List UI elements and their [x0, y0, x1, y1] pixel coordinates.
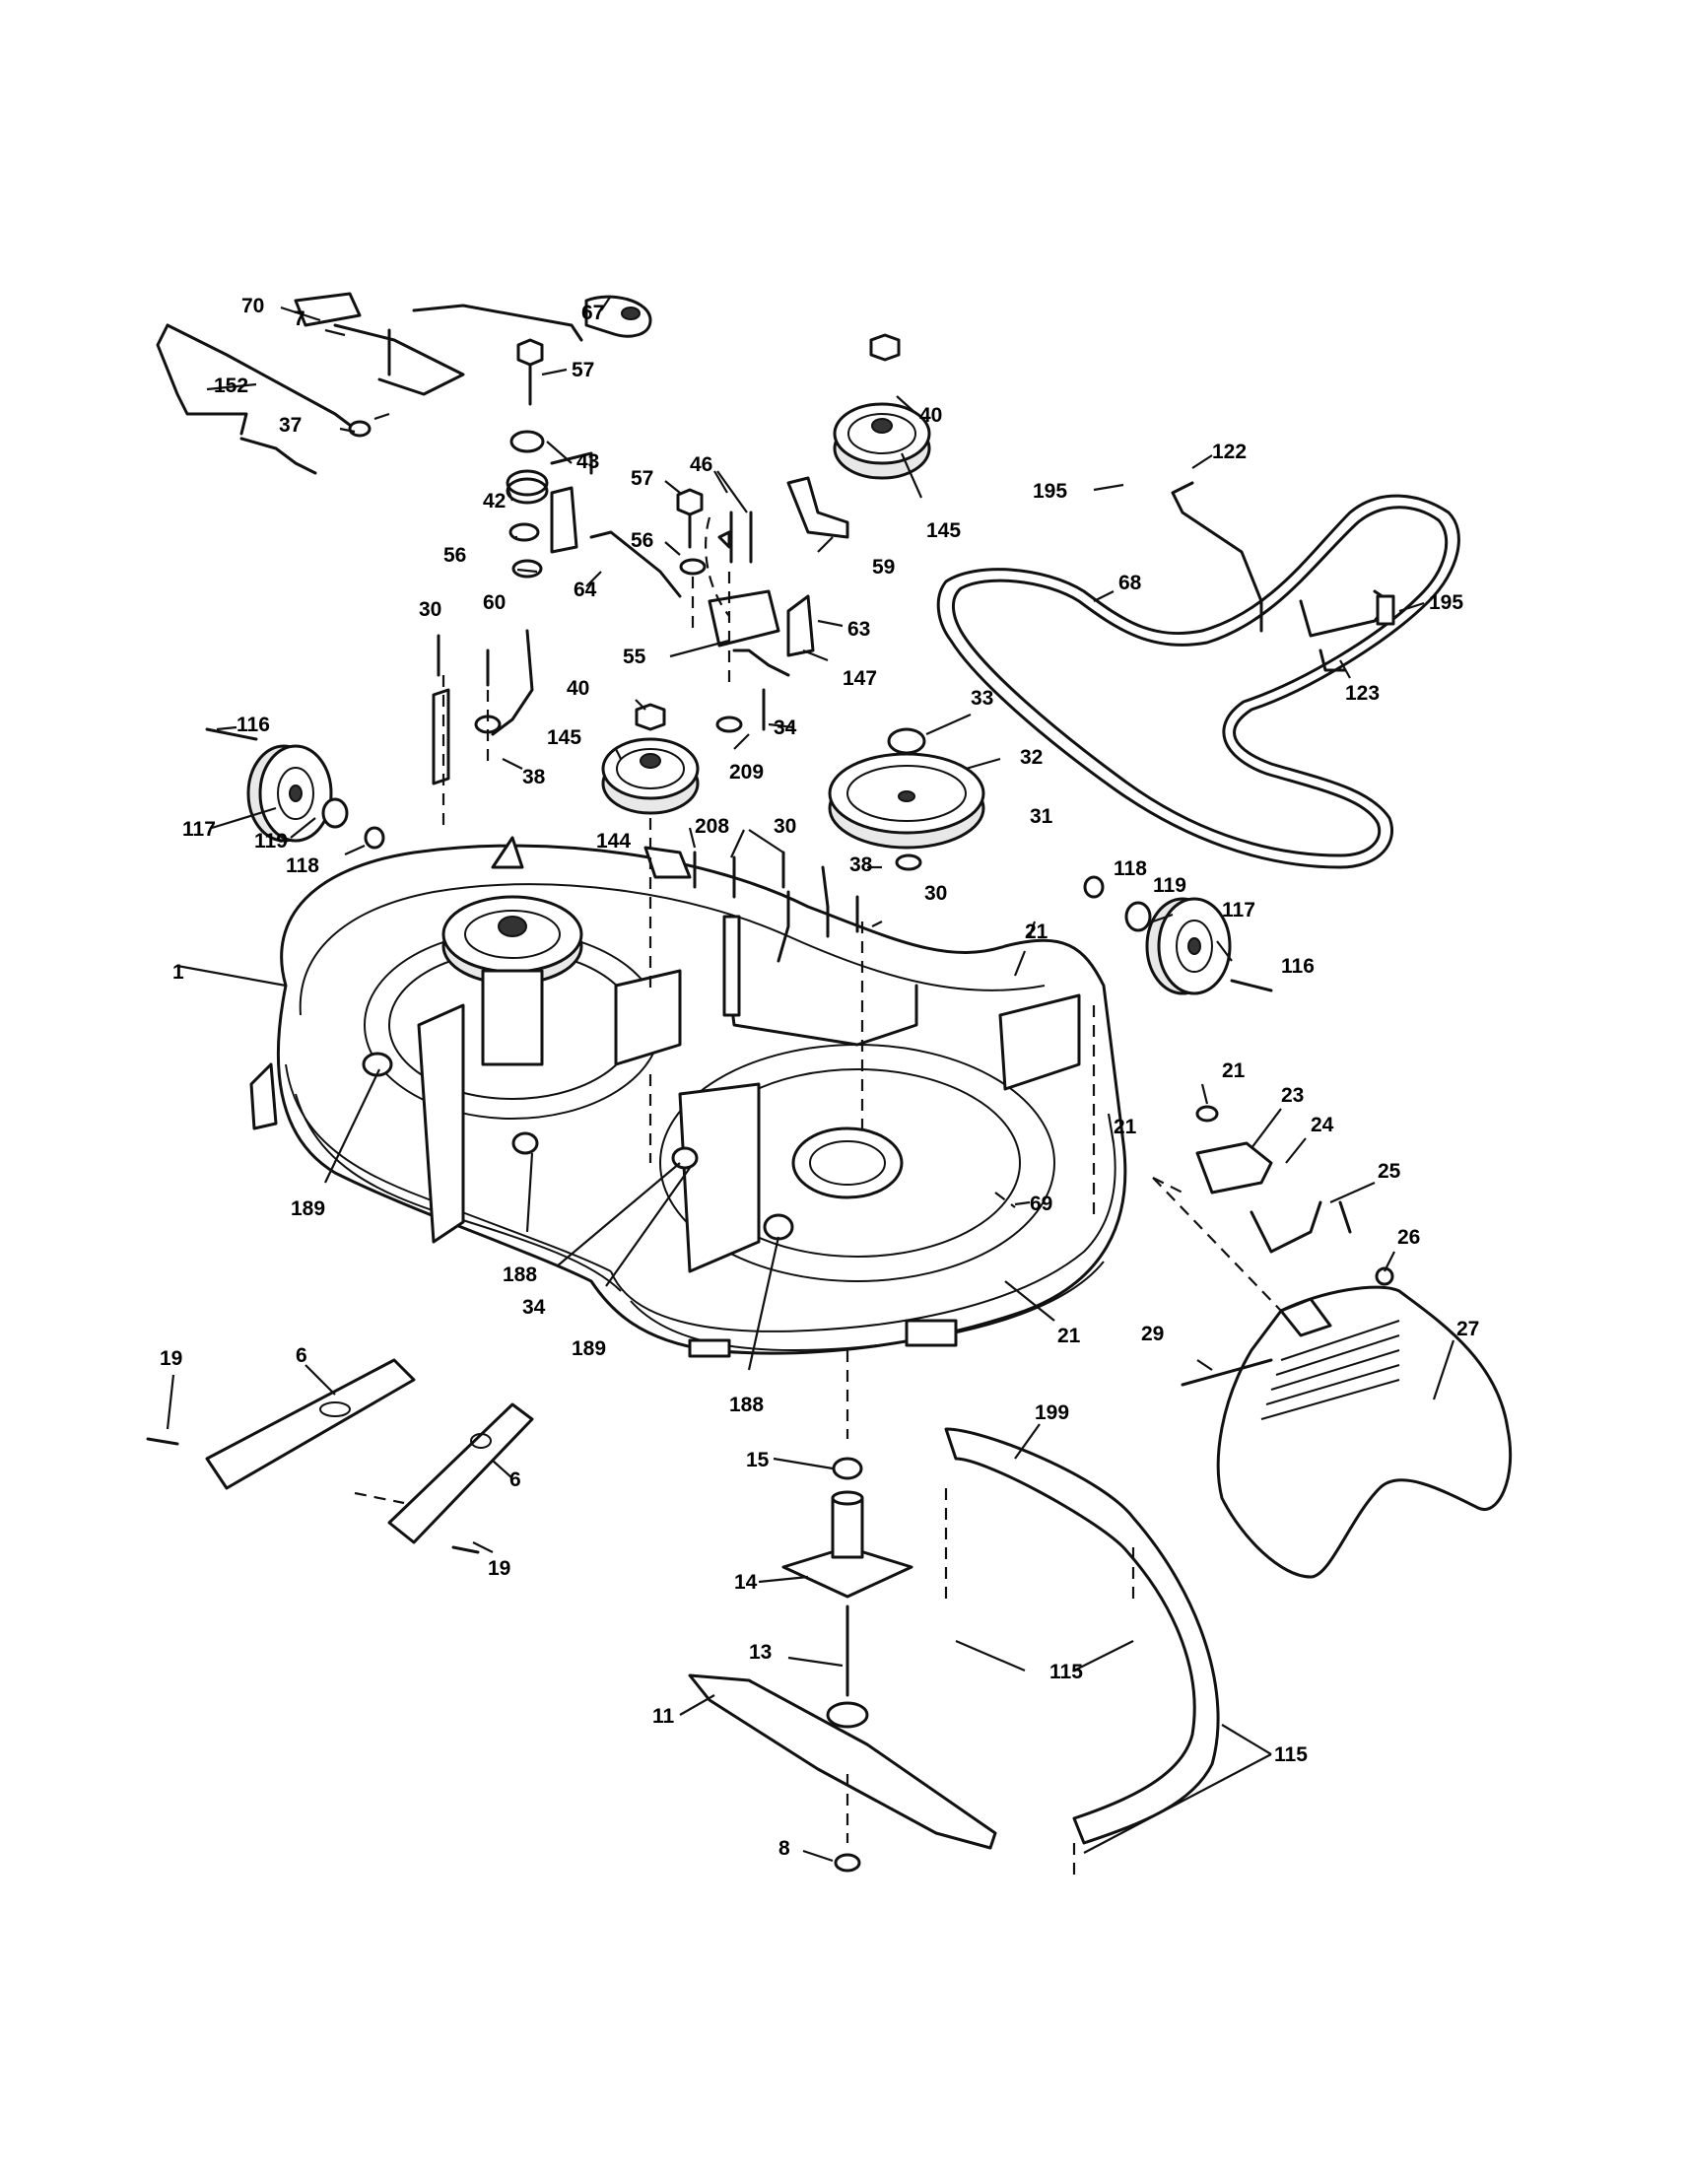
- callout-116-left: 116: [237, 714, 270, 736]
- callout-34-lower: 34: [522, 1296, 546, 1319]
- callout-21-upper: 21: [1025, 921, 1048, 943]
- drive-belt: [936, 494, 1460, 869]
- callout-188-mid: 188: [729, 1394, 764, 1416]
- callout-118-left: 118: [286, 854, 319, 877]
- callout-208: 208: [695, 815, 729, 838]
- callout-34-upper: 34: [774, 717, 797, 739]
- callout-24: 24: [1311, 1114, 1334, 1136]
- callout-67: 67: [581, 302, 604, 324]
- callout-118-right: 118: [1114, 857, 1147, 880]
- callout-115-upper: 115: [1049, 1661, 1083, 1683]
- callout-8: 8: [778, 1837, 790, 1860]
- callout-55: 55: [623, 646, 646, 668]
- callout-56-left: 56: [443, 544, 466, 567]
- callout-21-lower: 21: [1057, 1325, 1081, 1347]
- idler-arm-assembly: [506, 338, 849, 733]
- callout-60: 60: [483, 591, 506, 614]
- callout-57-mid: 57: [631, 467, 653, 490]
- lift-link-right: [643, 846, 859, 938]
- callout-6-lower: 6: [509, 1468, 521, 1491]
- deck-control-linkage: [156, 292, 652, 475]
- callout-123: 123: [1345, 682, 1380, 705]
- callout-117-left: 117: [182, 818, 216, 841]
- callout-1: 1: [172, 961, 184, 984]
- mower-deck-housing: [249, 836, 1127, 1358]
- callout-68: 68: [1118, 572, 1142, 594]
- mandrel-pulley: [828, 727, 985, 871]
- callout-147: 147: [843, 667, 877, 690]
- callout-64: 64: [574, 579, 597, 601]
- callout-11: 11: [652, 1705, 675, 1728]
- callout-23: 23: [1281, 1084, 1304, 1107]
- callout-199: 199: [1035, 1401, 1069, 1424]
- callout-25: 25: [1378, 1160, 1401, 1183]
- callout-119-left: 119: [254, 830, 288, 853]
- callout-21-mid: 21: [1114, 1116, 1137, 1138]
- callout-152: 152: [214, 375, 248, 397]
- callout-26: 26: [1397, 1226, 1420, 1249]
- idler-pulley-mid: [601, 703, 700, 815]
- discharge-chute: [1216, 1285, 1513, 1579]
- callout-33: 33: [971, 687, 993, 710]
- callout-21-right: 21: [1222, 1059, 1246, 1082]
- callout-43: 43: [576, 450, 599, 473]
- callout-27: 27: [1456, 1318, 1479, 1340]
- callout-195-lower: 195: [1429, 591, 1463, 614]
- callout-115-lower: 115: [1274, 1743, 1308, 1766]
- callout-122: 122: [1212, 441, 1247, 463]
- callout-37: 37: [279, 414, 302, 437]
- callout-209: 209: [729, 761, 764, 784]
- callout-117-right: 117: [1222, 899, 1255, 921]
- leader-lines: [166, 295, 1455, 1863]
- callout-15: 15: [746, 1449, 770, 1471]
- callout-195-upper: 195: [1033, 480, 1067, 503]
- deflector-shield: [944, 1427, 1220, 1845]
- callout-188-left: 188: [503, 1263, 537, 1286]
- callout-145-mid: 145: [547, 726, 581, 749]
- chute-spring-bracket: [1181, 1105, 1394, 1387]
- callout-40-mid: 40: [567, 677, 589, 700]
- callout-119-right: 119: [1153, 874, 1186, 897]
- callout-38-left: 38: [522, 766, 546, 788]
- callout-70: 70: [241, 295, 264, 317]
- callout-7-upper: 7: [294, 307, 305, 330]
- callout-30-left: 30: [419, 598, 441, 621]
- spindle-assembly: [781, 1457, 913, 1729]
- callout-57-upper: 57: [572, 359, 594, 381]
- assembly-lines: [354, 516, 1282, 1882]
- callout-189-mid: 189: [572, 1337, 606, 1360]
- callout-145-upper: 145: [926, 519, 961, 542]
- callout-63: 63: [847, 618, 870, 641]
- deck-support-arms: [146, 1358, 534, 1554]
- callout-46: 46: [690, 453, 712, 476]
- callout-189-left: 189: [291, 1197, 325, 1220]
- callout-144: 144: [596, 830, 631, 853]
- lift-link-left: [432, 629, 534, 785]
- callout-13: 13: [749, 1641, 772, 1664]
- callout-19-upper: 19: [160, 1347, 182, 1370]
- callout-30-right: 30: [924, 882, 947, 905]
- callout-6-upper: 6: [296, 1344, 307, 1367]
- callout-40-upper: 40: [919, 404, 942, 427]
- callout-59: 59: [872, 556, 895, 579]
- belt-guides: [1171, 481, 1395, 672]
- gauge-wheel-left: [205, 727, 385, 850]
- callout-labels: 70 67 7 152 57 37 40 43 122 42 57 46 195…: [160, 295, 1479, 1860]
- callout-30-mid: 30: [774, 815, 796, 838]
- callout-32: 32: [1020, 746, 1043, 769]
- callout-56-mid: 56: [631, 529, 653, 552]
- callout-69: 69: [1030, 1193, 1052, 1215]
- callout-29: 29: [1141, 1323, 1164, 1345]
- cutting-blade: [688, 1673, 997, 1873]
- callout-14: 14: [734, 1571, 758, 1594]
- callout-116-right: 116: [1281, 955, 1315, 978]
- callout-42: 42: [483, 490, 506, 512]
- callout-19-lower: 19: [488, 1557, 510, 1580]
- gauge-wheel-right: [1083, 875, 1273, 995]
- callout-38-mid: 38: [849, 853, 873, 876]
- callout-31: 31: [1030, 805, 1053, 828]
- idler-pulley-top: [833, 333, 931, 480]
